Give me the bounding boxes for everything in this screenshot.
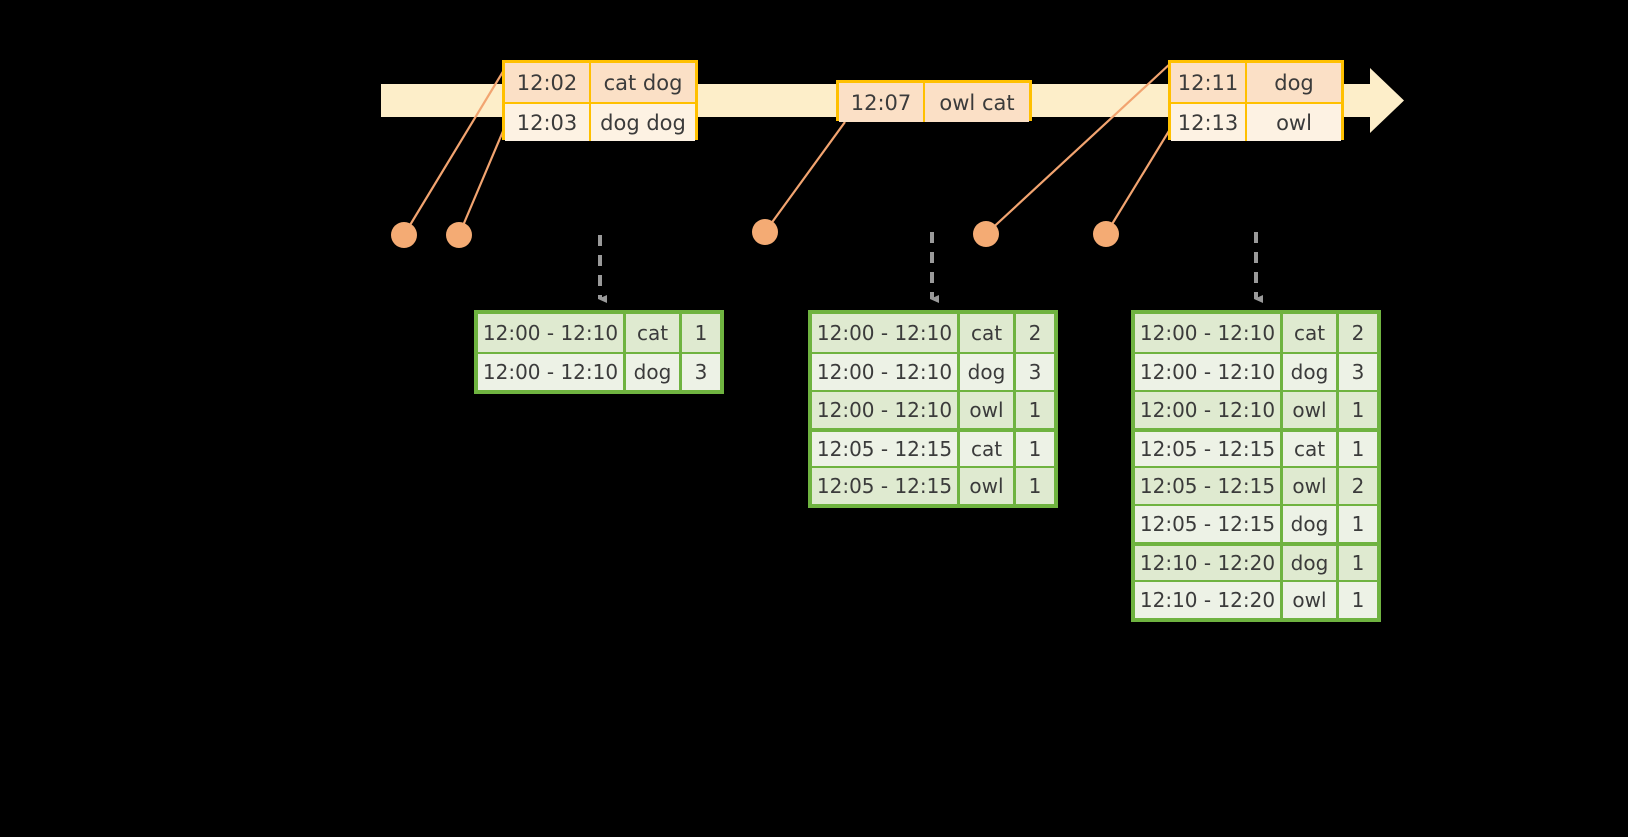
connector-1 — [403, 64, 508, 236]
count-cell: 2 — [1013, 314, 1054, 352]
event-words: owl — [1245, 104, 1341, 141]
key-cell: owl — [1280, 582, 1336, 618]
key-cell: dog — [1280, 354, 1336, 390]
key-cell: dog — [1280, 506, 1336, 542]
window-cell: 12:00 - 12:10 — [482, 360, 619, 384]
count-cell: 1 — [1336, 432, 1377, 466]
event-dot-4 — [973, 221, 999, 247]
event-dots — [391, 219, 1119, 248]
key-cell: owl — [957, 468, 1013, 504]
window-cell: 12:05 - 12:15 — [816, 437, 953, 461]
window-cell: 12:10 - 12:20 — [1139, 588, 1276, 612]
count-cell: 1 — [1336, 392, 1377, 428]
window-cell: 12:00 - 12:10 — [482, 321, 619, 345]
key-cell: cat — [957, 432, 1013, 466]
key-cell: cat — [1280, 314, 1336, 352]
count-cell: 3 — [1013, 354, 1054, 390]
key-cell: cat — [623, 314, 679, 352]
key-cell: owl — [957, 392, 1013, 428]
window-cell: 12:00 - 12:10 — [816, 398, 953, 422]
window-cell: 12:00 - 12:10 — [1139, 321, 1276, 345]
count-cell: 3 — [679, 354, 720, 390]
event-words: cat dog — [589, 63, 695, 102]
timeline-arrowhead — [1370, 68, 1404, 133]
connector-5 — [1105, 125, 1173, 235]
event-time: 12:07 — [839, 83, 923, 122]
window-cell: 12:05 - 12:15 — [816, 474, 953, 498]
count-cell: 1 — [1336, 546, 1377, 580]
key-cell: dog — [1280, 546, 1336, 580]
event-words: dog — [1245, 63, 1341, 102]
key-cell: cat — [957, 314, 1013, 352]
event-dot-1 — [391, 222, 417, 248]
event-dot-5 — [1093, 221, 1119, 247]
window-cell: 12:05 - 12:15 — [1139, 512, 1276, 536]
count-cell: 1 — [1336, 582, 1377, 618]
event-dot-2 — [446, 222, 472, 248]
window-cell: 12:05 - 12:15 — [1139, 437, 1276, 461]
event-words: dog dog — [589, 104, 695, 141]
count-cell: 1 — [1013, 468, 1054, 504]
window-cell: 12:10 - 12:20 — [1139, 551, 1276, 575]
event-dot-3 — [752, 219, 778, 245]
event-time: 12:02 — [505, 63, 589, 102]
window-cell: 12:00 - 12:10 — [1139, 398, 1276, 422]
key-cell: cat — [1280, 432, 1336, 466]
event-words: owl cat — [923, 83, 1029, 122]
key-cell: owl — [1280, 392, 1336, 428]
count-cell: 3 — [1336, 354, 1377, 390]
key-cell: dog — [623, 354, 679, 390]
connector-4 — [985, 61, 1173, 235]
count-cell: 1 — [1013, 432, 1054, 466]
count-cell: 1 — [1013, 392, 1054, 428]
event-time: 12:03 — [505, 104, 589, 141]
key-cell: owl — [1280, 468, 1336, 504]
event-time: 12:13 — [1171, 104, 1245, 141]
window-cell: 12:05 - 12:15 — [1139, 474, 1276, 498]
connector-lines — [403, 61, 1173, 236]
window-cell: 12:00 - 12:10 — [816, 321, 953, 345]
window-cell: 12:00 - 12:10 — [1139, 360, 1276, 384]
count-cell: 2 — [1336, 468, 1377, 504]
count-cell: 2 — [1336, 314, 1377, 352]
count-cell: 1 — [679, 314, 720, 352]
connector-3 — [764, 121, 846, 233]
event-time: 12:11 — [1171, 63, 1245, 102]
count-cell: 1 — [1336, 506, 1377, 542]
key-cell: dog — [957, 354, 1013, 390]
down-arrows — [598, 232, 1263, 303]
window-cell: 12:00 - 12:10 — [816, 360, 953, 384]
